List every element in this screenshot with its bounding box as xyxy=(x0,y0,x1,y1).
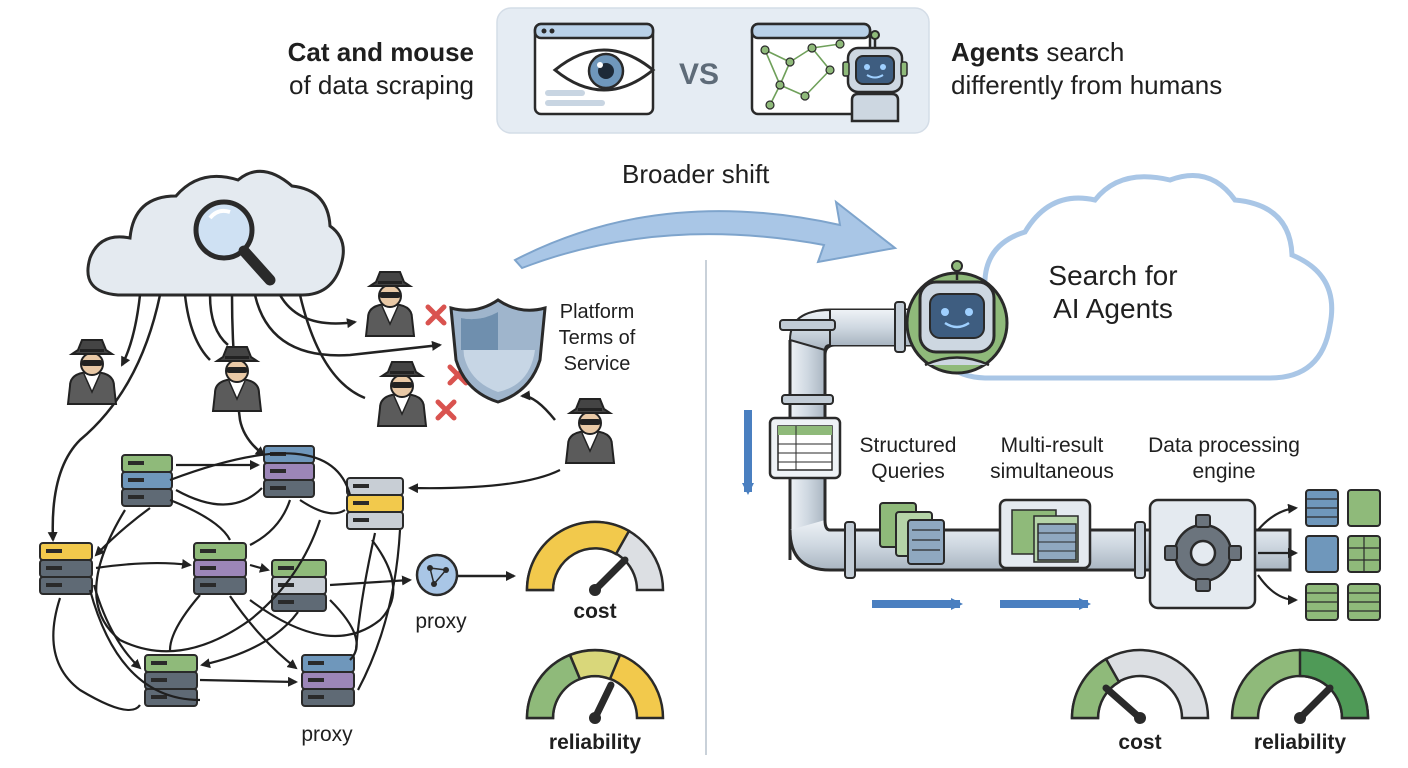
right-cost-label: cost xyxy=(1118,731,1161,754)
shield-label-line3: Service xyxy=(564,353,631,375)
stage3-label-line1: Data processing xyxy=(1148,434,1300,457)
vs-label: VS xyxy=(679,58,719,91)
stage1-label-line2: Queries xyxy=(871,460,945,483)
stage2-label-line1: Multi-result xyxy=(1001,434,1104,457)
header-left-line1: Cat and mouse xyxy=(287,37,474,67)
header-left-line2: of data scraping xyxy=(288,70,474,100)
header-right-line2: differently from humans xyxy=(951,70,1223,100)
search-cloud-icon xyxy=(86,169,345,297)
proxy-label-2: proxy xyxy=(301,723,353,746)
left-cost-needle xyxy=(591,556,629,594)
shield-icon xyxy=(449,298,547,404)
engine-output-arrows xyxy=(1257,503,1298,605)
blocked-x-icon-1 xyxy=(428,307,444,323)
server-stack-4 xyxy=(39,542,93,595)
processing-engine-icon xyxy=(1148,498,1257,610)
right-cost-gauge xyxy=(1070,648,1210,724)
right-reliability-gauge xyxy=(1230,648,1370,724)
header-right-bold: Agents xyxy=(951,37,1040,67)
right-cost-needle xyxy=(1102,684,1144,722)
left-reliability-needle xyxy=(591,681,615,722)
left-reliability-gauge xyxy=(525,648,665,724)
blocked-x-icon-3 xyxy=(438,402,454,418)
robot-icon xyxy=(842,30,908,123)
cloud-title-line1: Search for xyxy=(1048,260,1177,291)
stage1-label-line1: Structured xyxy=(860,434,957,457)
proxy-node-icon xyxy=(415,553,459,597)
structured-queries-icon xyxy=(879,502,945,565)
server-stack-3 xyxy=(346,477,404,530)
broader-shift-label: Broader shift xyxy=(622,159,770,189)
spy-icon-3 xyxy=(365,271,415,337)
output-tiles xyxy=(1305,489,1381,621)
broader-shift-arrow xyxy=(513,199,898,270)
spy-icon-2 xyxy=(212,346,262,412)
server-stack-5 xyxy=(193,542,247,595)
shield-label-line1: Platform xyxy=(560,301,634,323)
header-left-title: Cat and mouse of data scraping xyxy=(230,36,474,102)
header-right-line1-rest: search xyxy=(1039,37,1125,67)
spy-icon-1 xyxy=(67,339,117,405)
server-stack-6 xyxy=(271,559,327,612)
server-stack-8 xyxy=(301,654,355,707)
spy5-to-shield-arrow xyxy=(520,390,556,421)
left-cost-label: cost xyxy=(573,600,616,623)
header-right-title: Agents search differently from humans xyxy=(951,36,1222,102)
right-reliability-needle xyxy=(1296,684,1334,722)
browser-network-icon xyxy=(750,22,872,116)
cloud-title-line2: AI Agents xyxy=(1053,293,1173,324)
shield-label-line2: Terms of xyxy=(559,327,636,349)
right-reliability-label: reliability xyxy=(1254,731,1347,754)
multi-result-icon xyxy=(998,498,1092,570)
left-reliability-label: reliability xyxy=(549,731,642,754)
agent-robot-icon xyxy=(905,260,1009,375)
server-stack-7 xyxy=(144,654,198,707)
spy-icon-5 xyxy=(565,398,615,464)
spreadsheet-icon xyxy=(768,416,842,480)
left-cost-gauge xyxy=(525,520,665,596)
tangled-connections xyxy=(52,452,561,712)
stage3-label-line2: engine xyxy=(1192,460,1255,483)
proxy-label-1: proxy xyxy=(415,610,467,633)
spy-icon-4 xyxy=(377,361,427,427)
server-stack-1 xyxy=(121,454,173,507)
stage2-label-line2: simultaneous xyxy=(990,460,1114,483)
browser-eye-icon xyxy=(533,22,656,116)
